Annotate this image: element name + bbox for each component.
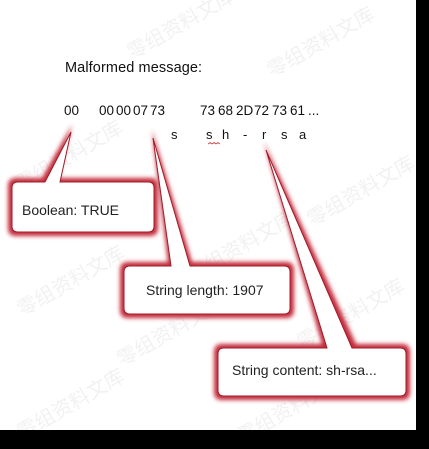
callout-string-content: String content: sh-rsa... [232, 362, 377, 378]
document-page: 零组资料文库 零组资料文库 零组资料文库 零组资料文库 零组资料文库 零组资料文… [0, 0, 419, 448]
hex-byte: 73 [200, 103, 216, 118]
callout-string-length: String length: 1907 [146, 282, 264, 298]
hex-byte: 00 [64, 103, 80, 118]
hex-byte: 72 [254, 103, 270, 118]
decoded-char: s [206, 127, 213, 142]
callout-boolean: Boolean: TRUE [22, 202, 120, 218]
decoded-char: r [262, 127, 267, 142]
hex-byte: 73 [150, 103, 166, 118]
callout-content-shape [214, 142, 410, 400]
spellcheck-underline [208, 142, 220, 145]
decoded-char: - [243, 127, 248, 142]
hex-byte: 07 [133, 103, 149, 118]
hex-byte: ... [308, 103, 320, 118]
page-title: Malformed message: [65, 60, 203, 76]
callout-boolean-shape [8, 125, 158, 236]
page-shadow [0, 430, 429, 446]
callout-layer [8, 125, 410, 400]
decoded-char: s [281, 127, 288, 142]
hex-byte: 2D [236, 103, 254, 118]
decoded-char: h [222, 127, 230, 142]
hex-byte: 00 [116, 103, 132, 118]
decoded-char: s [171, 127, 178, 142]
decoded-char: a [299, 127, 307, 142]
hex-byte: 00 [99, 103, 115, 118]
hex-byte: 61 [290, 103, 306, 118]
callout-length-shape [120, 130, 294, 318]
hex-byte: 68 [218, 103, 234, 118]
hex-byte: 73 [272, 103, 288, 118]
